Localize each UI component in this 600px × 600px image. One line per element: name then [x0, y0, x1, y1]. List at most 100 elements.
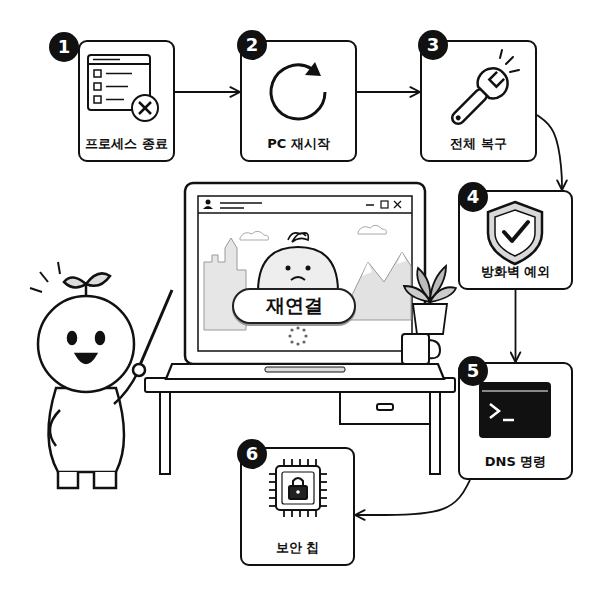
security-chip-icon-part-part [307, 459, 309, 466]
flow-arrow [355, 480, 470, 515]
process-window-icon-part [139, 102, 151, 114]
desk-part [430, 392, 440, 474]
wrench-icon-part [489, 72, 505, 88]
plant-part [404, 286, 430, 302]
screen-scene-part-part [296, 326, 299, 329]
flow-arrow [515, 290, 517, 362]
security-chip-icon [269, 459, 327, 517]
desk-part [340, 392, 430, 424]
terminal-icon-part [503, 419, 514, 422]
desk-part [377, 404, 393, 410]
screen-scene-part-part [290, 340, 293, 343]
restart-icon [271, 62, 325, 119]
laptop-part [366, 204, 374, 206]
process-window-icon-part [106, 99, 124, 101]
spark-lines-part [510, 70, 519, 72]
security-chip-icon-part-part [320, 473, 327, 475]
mascot-character-part [50, 410, 60, 446]
desk [145, 378, 455, 474]
wrench-icon [443, 62, 513, 132]
laptop [166, 183, 444, 379]
laptop-part [203, 206, 213, 209]
step-box: 3전체 복구 [420, 40, 537, 162]
security-chip-icon-part-part [299, 459, 301, 466]
step-label: DNS 명령 [460, 453, 571, 471]
plant-part [413, 304, 447, 334]
screen-scene-part [240, 231, 269, 240]
security-chip-icon-part [296, 490, 300, 494]
laptop-part [220, 202, 262, 204]
mascot-character-part [40, 272, 48, 282]
terminal-icon-part [479, 382, 551, 438]
process-window-icon-part [88, 63, 150, 65]
laptop-part [185, 183, 425, 364]
laptop-part [394, 201, 401, 208]
reconnect-button: 재연결 [232, 288, 356, 324]
desk-part [160, 392, 170, 474]
coffee-mug [402, 334, 440, 364]
plant [404, 266, 456, 334]
mascot-character-part [58, 262, 60, 274]
security-chip-icon-part [282, 472, 314, 504]
step-label: PC 재시작 [242, 135, 355, 153]
security-chip-icon-part [289, 486, 307, 499]
mascot-character-part [30, 288, 42, 292]
laptop-part [220, 207, 244, 209]
screen-scene-part [288, 233, 308, 242]
step-box: 6보안 칩 [240, 447, 355, 566]
coffee-mug-part [402, 334, 429, 364]
process-window-icon-part [132, 95, 158, 121]
step-label: 전체 복구 [422, 135, 535, 153]
mascot-character-part [68, 332, 76, 344]
screen-scene-part [306, 266, 311, 271]
step-label: 보안 칩 [242, 539, 353, 557]
process-window-icon-part [94, 70, 101, 77]
wrench-icon-part [473, 62, 514, 103]
security-chip-icon-part-part [299, 510, 301, 517]
step-number: 4 [458, 182, 488, 212]
button-label: 재연결 [266, 293, 323, 319]
step-number: 6 [237, 439, 267, 469]
step-label: 프로세스 종료 [80, 135, 173, 153]
spark-lines-part [500, 50, 502, 58]
process-window-icon-part [94, 83, 101, 90]
security-chip-icon-part-part [269, 497, 276, 499]
screen-scene [204, 225, 411, 345]
shield-icon [488, 202, 542, 264]
screen-scene-part-part [290, 328, 293, 331]
security-chip-icon-part-part [315, 459, 317, 466]
screen-scene-part-part [302, 328, 305, 331]
step-number: 1 [49, 32, 79, 62]
step-number: 5 [458, 356, 488, 386]
step-box: 5DNS 명령 [458, 362, 573, 480]
wrench-icon-part [489, 72, 504, 87]
mascot-character-part [96, 332, 104, 344]
security-chip-icon-part-part [269, 489, 276, 491]
laptop-part [265, 367, 345, 372]
security-chip-icon-part-part [269, 473, 276, 475]
screen-scene-part [358, 225, 387, 234]
laptop-part [394, 201, 401, 208]
security-chip-icon-part-part [269, 505, 276, 507]
security-chip-icon-part-part [315, 510, 317, 517]
step-box: 4방화벽 예외 [458, 190, 573, 290]
process-window-icon-part [139, 102, 151, 114]
flow-arrow [537, 115, 562, 190]
restart-icon-part [305, 62, 321, 76]
laptop-part [198, 196, 412, 351]
screen-scene-part-part [296, 342, 299, 345]
mascot-character [30, 262, 172, 488]
security-chip-icon-part-part [320, 505, 327, 507]
wrench-icon-part [455, 114, 462, 121]
mascot-character-part [38, 296, 134, 392]
mascot-character-part [140, 290, 172, 365]
security-chip-icon-part-part [320, 489, 327, 491]
laptop-part [198, 212, 412, 214]
screen-scene-part [291, 277, 305, 280]
security-chip-icon-part [269, 459, 327, 517]
laptop-part [166, 364, 444, 379]
screen-scene-part-part [302, 340, 305, 343]
